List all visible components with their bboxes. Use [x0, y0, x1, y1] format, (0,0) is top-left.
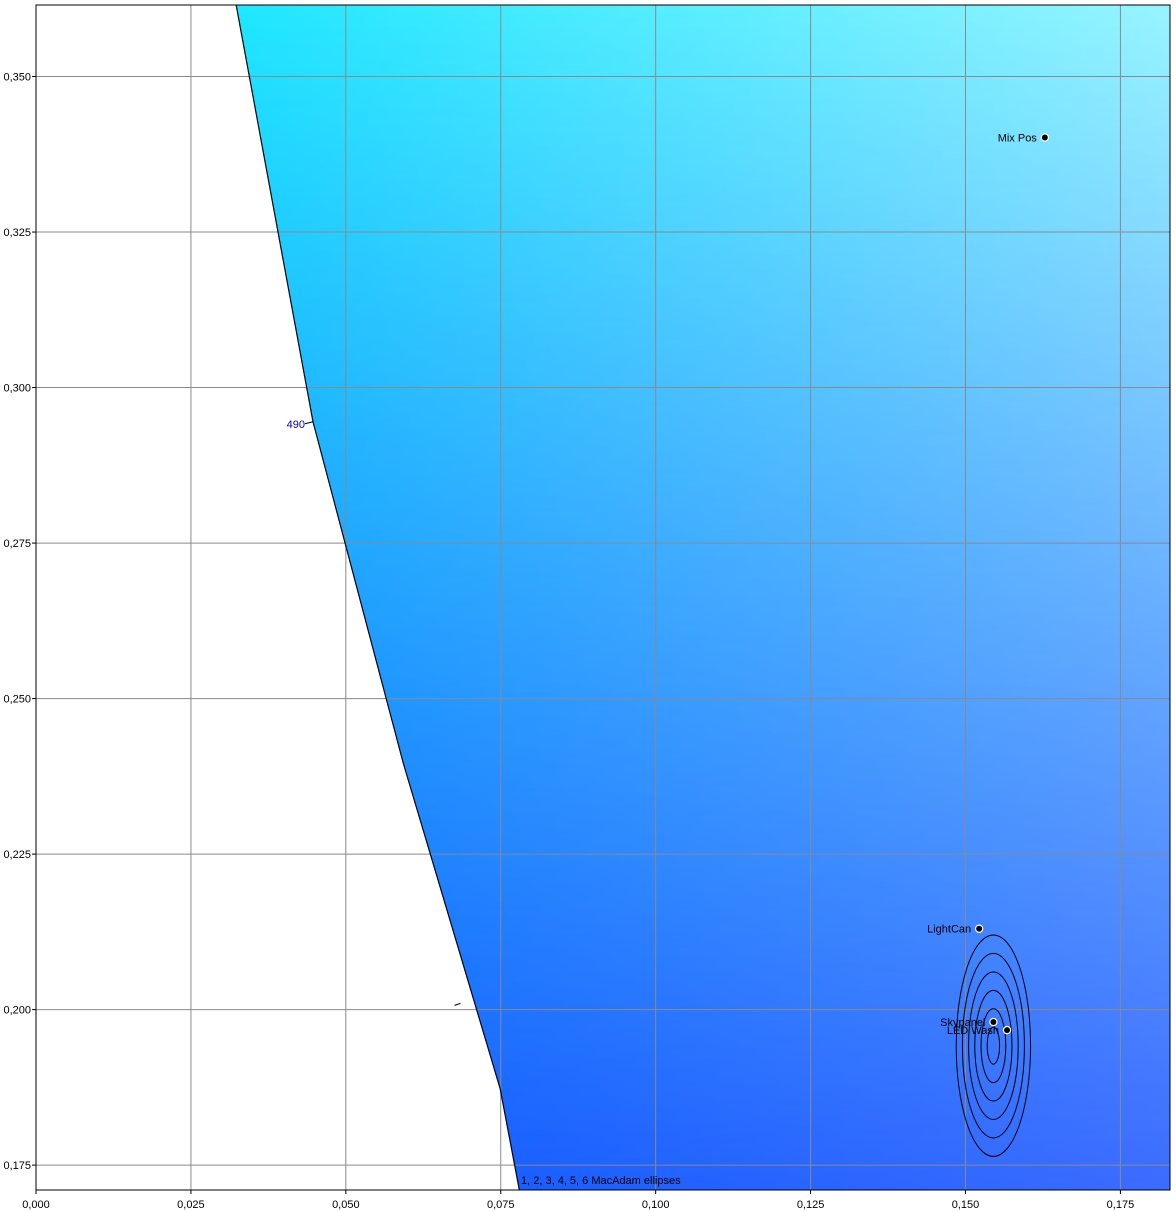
- outside-locus-area: [36, 5, 520, 1190]
- y-tick-label: 0,200: [3, 1005, 31, 1017]
- ellipse-legend-label: 1, 2, 3, 4, 5, 6 MacAdam ellipses: [521, 1175, 681, 1187]
- wavelength-tick: [304, 421, 314, 425]
- x-axis: 0,000 0,025 0,050 0,075 0,100 0,125 0,150 0,175: [22, 1190, 1134, 1211]
- x-tick-label: 0,025: [177, 1199, 205, 1211]
- macadam-ellipses: [955, 934, 1032, 1157]
- data-point-label: Skypanel: [940, 1017, 985, 1029]
- plot-frame: [35, 4, 1171, 1191]
- y-tick-label: 0,250: [3, 694, 31, 706]
- macadam-ellipse: [955, 934, 1032, 1157]
- locus-ticks: [454, 1002, 461, 1006]
- data-point-label: LED Wash: [947, 1025, 999, 1037]
- data-point: [976, 925, 983, 932]
- x-tick-label: 0,125: [797, 1199, 825, 1211]
- grid: [36, 5, 1170, 1190]
- macadam-ellipse: [968, 971, 1019, 1121]
- macadam-ellipse: [974, 989, 1013, 1102]
- macadam-ellipse: [961, 952, 1025, 1139]
- y-tick-label: 0,325: [3, 227, 31, 239]
- x-tick-label: 0,050: [332, 1199, 360, 1211]
- x-tick-label: 0,075: [487, 1199, 515, 1211]
- data-point: [1041, 134, 1048, 141]
- wavelength-label: 490: [287, 419, 305, 431]
- macadam-ellipse: [986, 1026, 1001, 1065]
- y-axis: 0,175 0,200 0,225 0,250 0,275 0,300 0,325 0,350: [3, 72, 36, 1172]
- y-tick-label: 0,350: [3, 72, 31, 84]
- x-tick-label: 0,100: [642, 1199, 670, 1211]
- wavelength-labels: 490: [287, 419, 314, 431]
- macadam-ellipse: [980, 1008, 1007, 1084]
- y-tick-label: 0,275: [3, 538, 31, 550]
- locus-tick: [454, 1002, 461, 1006]
- x-tick-label: 0,175: [1107, 1199, 1135, 1211]
- data-point: [1004, 1027, 1011, 1034]
- data-point: [990, 1019, 997, 1026]
- x-tick-label: 0,150: [952, 1199, 980, 1211]
- y-tick-label: 0,300: [3, 383, 31, 395]
- data-point-label: LightCan: [927, 924, 971, 936]
- y-tick-label: 0,175: [3, 1160, 31, 1172]
- spectral-locus: [235, 5, 520, 1190]
- y-tick-label: 0,225: [3, 849, 31, 861]
- x-tick-label: 0,000: [22, 1199, 50, 1211]
- data-point-label: Mix Pos: [998, 132, 1038, 144]
